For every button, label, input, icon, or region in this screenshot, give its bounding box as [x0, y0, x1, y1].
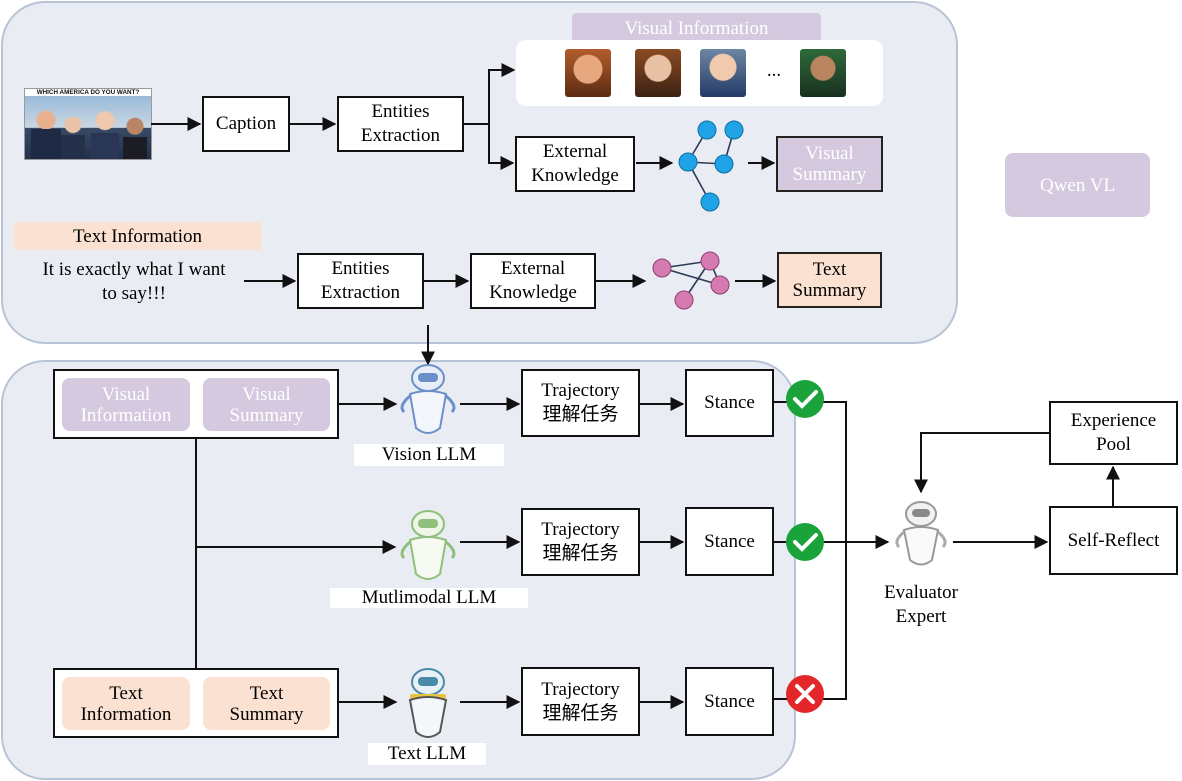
visual-knowledge-graph-icon	[678, 120, 744, 212]
visual-information-title: Visual Information	[572, 13, 821, 44]
text-llm-label: Text LLM	[368, 743, 486, 765]
face-thumbnail-1	[565, 49, 611, 97]
visual-information-pill: Visual Information	[62, 378, 190, 431]
evaluator-expert-label: Evaluator Expert	[884, 582, 958, 627]
entities-extraction-box: Entities Extraction	[337, 96, 464, 152]
caption-box: Caption	[202, 96, 290, 152]
stance-box-2: Stance	[685, 507, 774, 576]
multimodal-llm-label: Mutlimodal LLM	[330, 587, 528, 608]
text-quote: It is exactly what I want to say!!!	[42, 259, 226, 304]
qwen-vl-label: Qwen VL	[1005, 153, 1150, 217]
text-information-pill: Text Information	[62, 677, 190, 730]
vision-llm-robot-icon	[400, 364, 456, 434]
text-summary-box: Text Summary	[777, 252, 882, 308]
meme-poster-image: WHICH AMERICA DO YOU WANT?	[24, 88, 152, 160]
faces-ellipsis: ...	[766, 60, 782, 81]
multimodal-llm-robot-icon	[400, 510, 456, 580]
check-icon	[786, 380, 824, 418]
poster-headline: WHICH AMERICA DO YOU WANT?	[25, 89, 151, 96]
external-knowledge-box: External Knowledge	[515, 136, 635, 192]
visual-summary-pill: Visual Summary	[203, 378, 330, 431]
text-external-knowledge-box: External Knowledge	[470, 253, 596, 309]
text-knowledge-graph-icon	[652, 251, 730, 310]
face-thumbnail-2	[635, 49, 681, 97]
text-information-title: Text Information	[14, 222, 261, 250]
trajectory-box-2: Trajectory 理解任务	[521, 508, 640, 576]
visual-summary-box: Visual Summary	[776, 136, 883, 192]
evaluator-expert-robot-icon	[895, 501, 947, 566]
text-llm-robot-icon	[408, 668, 448, 738]
stance-box-1: Stance	[685, 369, 774, 437]
experience-pool-box: Experience Pool	[1049, 401, 1178, 465]
stance-box-3: Stance	[685, 667, 774, 736]
trajectory-box-3: Trajectory 理解任务	[521, 667, 640, 736]
self-reflect-box: Self-Reflect	[1049, 506, 1178, 575]
text-summary-pill: Text Summary	[203, 677, 330, 730]
face-thumbnail-3	[700, 49, 746, 97]
cross-icon	[786, 675, 824, 713]
check-icon	[786, 523, 824, 561]
text-entities-extraction-box: Entities Extraction	[297, 253, 424, 309]
face-thumbnail-4	[800, 49, 846, 97]
trajectory-box-1: Trajectory 理解任务	[521, 369, 640, 437]
vision-llm-label: Vision LLM	[354, 444, 504, 466]
